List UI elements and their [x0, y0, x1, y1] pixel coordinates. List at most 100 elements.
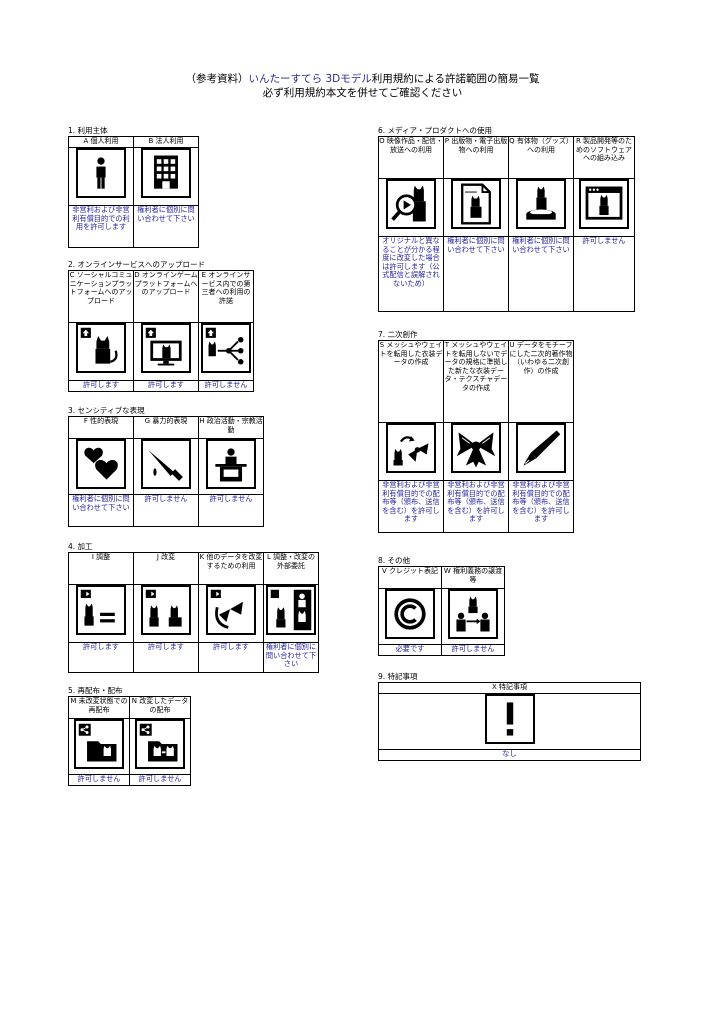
item-C-header: C ソーシャルコミュニケーションプラットフォームへのアップロード	[68, 270, 134, 323]
item-G-permission: 許可しません	[133, 494, 199, 527]
hearts-icon	[76, 439, 126, 489]
item-H-header: H 政治活動・宗教活動	[198, 416, 264, 439]
section-other: 8. その他 V クレジット表記 W 権利義務の譲渡等 必要です 許可しません	[378, 556, 505, 656]
item-B-permission: 権利者に個別に問い合わせて下さい	[133, 205, 199, 248]
upload-cat-icon	[76, 323, 126, 373]
modify-cats-icon	[141, 585, 191, 635]
item-B-header: B 法人利用	[133, 136, 199, 148]
transfer-icon	[448, 589, 498, 639]
monitor-cat-icon	[141, 323, 191, 373]
share-people-icon	[201, 323, 251, 373]
software-cat-icon	[579, 179, 629, 229]
item-O-permission: オリジナルと異なることが分かる程度に改変した場合は許可します（公式配信と誤解され…	[378, 236, 444, 312]
section-label: 3. センシティブな表現	[68, 406, 145, 415]
video-cat-icon	[386, 179, 436, 229]
item-T-permission: 非営利および非営利有償目的での配布等（頒布、送信を含む）を許可します	[443, 480, 509, 533]
item-V-permission: 必要です	[378, 644, 442, 656]
item-E-permission: 許可しません	[198, 380, 254, 392]
item-L-permission: 権利者に個別に問い合わせて下さい	[263, 642, 319, 673]
item-M-permission: 許可しません	[68, 774, 130, 786]
section-label: 1. 利用主体	[68, 126, 108, 135]
item-L-header: L 調整・改変の外部委託	[263, 552, 319, 585]
page-subtitle: 必ず利用規約本文を併せてご確認ください	[262, 87, 463, 99]
item-D-permission: 許可します	[133, 380, 199, 392]
item-W-header: W 権利義務の譲渡等	[441, 566, 505, 589]
exclamation-icon	[484, 694, 535, 744]
item-G-header: G 暴力的表現	[133, 416, 199, 439]
section-media-products: 6. メディア・プロダクトへの使用 O 映像作品・配信・放送への利用 P 出版物…	[378, 126, 635, 312]
item-J-permission: 許可します	[133, 642, 199, 673]
section-redistribution: 5. 再配布・配布 M 未改変状態での再配布 N 改変したデータの配布 許可しま…	[68, 686, 191, 786]
license-table: V クレジット表記 W 権利義務の譲渡等 必要です 許可しません	[378, 566, 505, 656]
section-label: 4. 加工	[68, 542, 93, 551]
pen-nib-icon	[516, 423, 566, 473]
item-S-header: S メッシュやウェイトを転用した衣装データの作成	[378, 340, 444, 423]
item-H-permission: 許可しません	[198, 494, 264, 527]
copyright-icon	[385, 589, 435, 639]
license-table: I 調整 J 改変 K 他のデータを改変するための利用 L 調整・改変の外部委託…	[68, 552, 319, 673]
item-F-permission: 権利者に個別に問い合わせて下さい	[68, 494, 134, 527]
item-R-permission: 許可しません	[573, 236, 635, 312]
outsource-icon	[266, 585, 316, 635]
item-P-header: P 出版物・電子出版物への利用	[443, 136, 509, 179]
podium-icon	[206, 439, 256, 489]
item-N-header: N 改変したデータの配布	[129, 696, 191, 719]
item-J-header: J 改変	[133, 552, 199, 585]
item-K-permission: 許可します	[198, 642, 264, 673]
section-label: 9. 特記事項	[378, 672, 418, 681]
item-U-permission: 非営利および非営利有償目的での配布等（頒布、送信を含む）を許可します	[508, 480, 574, 533]
item-X-permission: なし	[378, 749, 641, 761]
item-D-header: D オンラインゲームプラットフォームへのアップロード	[133, 270, 199, 323]
section-label: 7. 二次創作	[378, 330, 418, 339]
item-U-header: U データをモチーフにした二次的著作物（いわゆる二次創作）の作成	[508, 340, 574, 423]
item-K-header: K 他のデータを改変するための利用	[198, 552, 264, 585]
item-X-header: X 特記事項	[378, 682, 641, 694]
item-S-permission: 非営利および非営利有償目的での配布等（頒布、送信を含む）を許可します	[378, 480, 444, 533]
license-table: O 映像作品・配信・放送への利用 P 出版物・電子出版物への利用 Q 有体物（グ…	[378, 136, 635, 312]
item-N-permission: 許可しません	[129, 774, 191, 786]
license-table: F 性的表現 G 暴力的表現 H 政治活動・宗教活動 権利者に個別に問い合わせて…	[68, 416, 264, 527]
item-O-header: O 映像作品・配信・放送への利用	[378, 136, 444, 179]
section-special-notes: 9. 特記事項 X 特記事項 なし	[378, 672, 641, 761]
item-F-header: F 性的表現	[68, 416, 134, 439]
item-C-permission: 許可します	[68, 380, 134, 392]
item-E-header: E オンラインサービス内での第三者への利用の許諾	[198, 270, 254, 323]
item-T-header: T メッシュやウェイトを転用しないでデータの規格に準拠した新たな衣装データ・テク…	[443, 340, 509, 423]
section-label: 5. 再配布・配布	[68, 686, 123, 695]
section-usage-subject: 1. 利用主体 A 個人利用 B 法人利用 非営利および非営利有償目的での利用を…	[68, 126, 199, 248]
mesh-costume-icon	[386, 423, 436, 473]
section-processing: 4. 加工 I 調整 J 改変 K 他のデータを改変するための利用 L 調整・改…	[68, 542, 319, 673]
adjust-equal-icon	[76, 585, 126, 635]
item-R-header: R 製品開発等のためのソフトウェアへの組み込み	[573, 136, 635, 179]
license-table: S メッシュやウェイトを転用した衣装データの作成 T メッシュやウェイトを転用し…	[378, 340, 574, 533]
item-I-permission: 許可します	[68, 642, 134, 673]
section-online-upload: 2. オンラインサービスへのアップロード C ソーシャルコミュニケーションプラッ…	[68, 260, 254, 392]
item-A-permission: 非営利および非営利有償目的での利用を許可します	[68, 205, 134, 248]
item-Q-header: Q 有体物（グッズ）への利用	[508, 136, 574, 179]
license-table: X 特記事項 なし	[378, 682, 641, 761]
section-derivative-works: 7. 二次創作 S メッシュやウェイトを転用した衣装データの作成 T メッシュや…	[378, 330, 574, 533]
knife-icon	[141, 439, 191, 489]
item-Q-permission: 権利者に個別に問い合わせて下さい	[508, 236, 574, 312]
license-table: A 個人利用 B 法人利用 非営利および非営利有償目的での利用を許可します 権利…	[68, 136, 199, 248]
item-I-header: I 調整	[68, 552, 134, 585]
bow-tail-icon	[206, 585, 256, 635]
section-sensitive-expression: 3. センシティブな表現 F 性的表現 G 暴力的表現 H 政治活動・宗教活動 …	[68, 406, 264, 527]
building-icon	[141, 148, 191, 198]
share-folder-icon	[74, 719, 124, 769]
item-M-header: M 未改変状態での再配布	[68, 696, 130, 719]
item-W-permission: 許可しません	[441, 644, 505, 656]
section-label: 8. その他	[378, 556, 411, 565]
item-A-header: A 個人利用	[68, 136, 134, 148]
page-title: （参考資料）いんたーすてら 3Dモデル利用規約による許諾範囲の簡易一覧	[185, 73, 540, 85]
person-icon	[76, 148, 126, 198]
license-table: C ソーシャルコミュニケーションプラットフォームへのアップロード D オンライン…	[68, 270, 254, 392]
item-V-header: V クレジット表記	[378, 566, 442, 589]
document-cat-icon	[451, 179, 501, 229]
item-P-permission: 権利者に個別に問い合わせて下さい	[443, 236, 509, 312]
figure-cat-icon	[516, 179, 566, 229]
license-table: M 未改変状態での再配布 N 改変したデータの配布 許可しません 許可しません	[68, 696, 191, 786]
section-label: 2. オンラインサービスへのアップロード	[68, 260, 206, 269]
share-folder-modified-icon	[135, 719, 185, 769]
bow-icon	[451, 423, 501, 473]
